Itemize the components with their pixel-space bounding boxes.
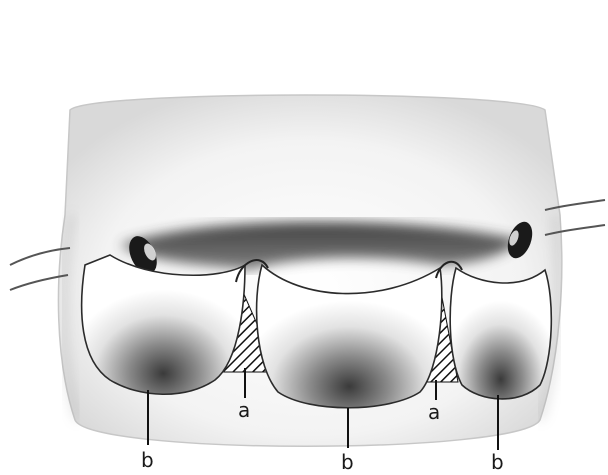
label-a-left: a	[238, 400, 250, 420]
label-b-right: b	[491, 452, 504, 472]
label-b-middle: b	[341, 452, 354, 472]
leader-line-b-right	[497, 395, 499, 450]
leader-line-a-left	[244, 368, 246, 398]
leader-line-a-right	[435, 380, 437, 400]
cusp-left	[82, 255, 245, 394]
label-b-left: b	[141, 450, 154, 470]
label-a-right: a	[428, 402, 440, 422]
leader-line-b-middle	[347, 408, 349, 448]
leader-line-b-left	[147, 390, 149, 445]
cusp-right	[450, 268, 551, 399]
